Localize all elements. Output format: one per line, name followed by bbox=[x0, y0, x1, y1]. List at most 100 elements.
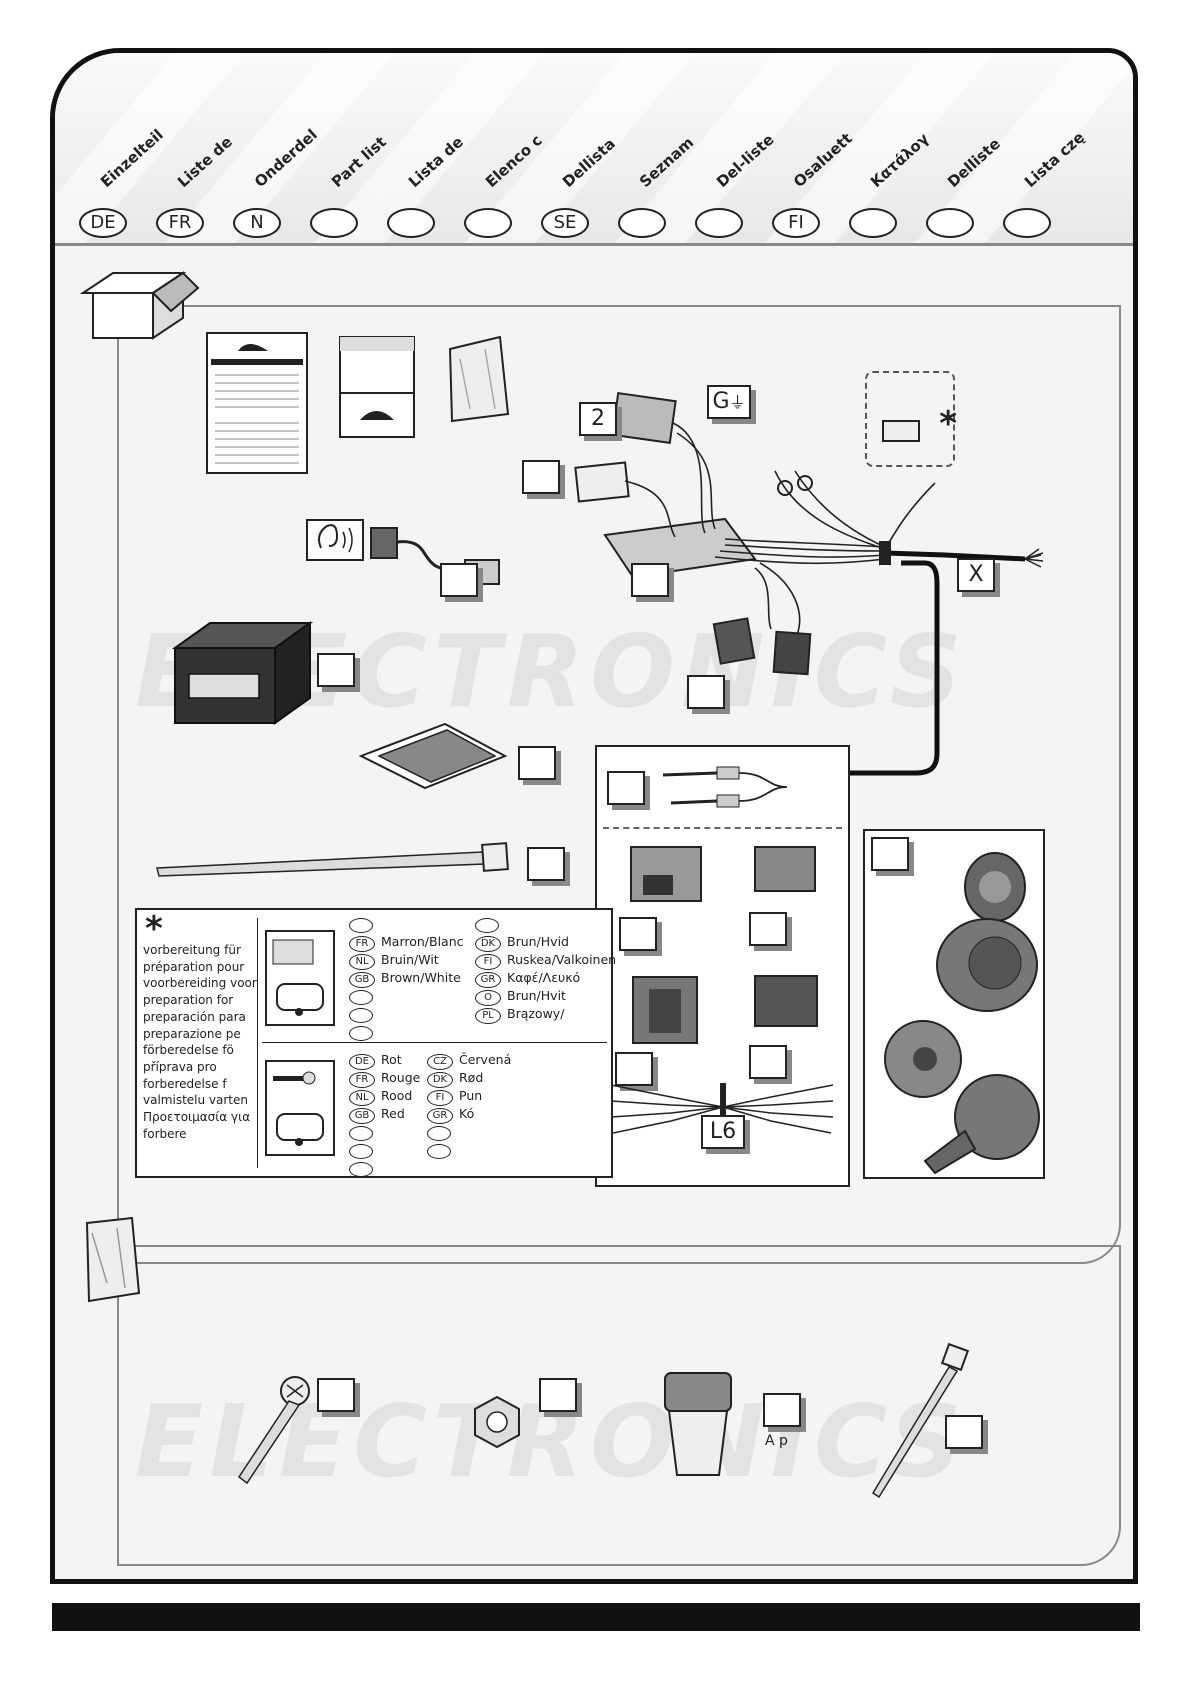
language-label: Lista czę bbox=[1020, 128, 1088, 191]
instructions-document-icon bbox=[206, 332, 308, 474]
page-frame: Einzelteil DE Liste de FR Onderdel N Par… bbox=[50, 48, 1138, 1584]
language-code: SE bbox=[541, 208, 589, 238]
language-code bbox=[926, 208, 974, 238]
colour-text: Rød bbox=[459, 1070, 484, 1085]
part-number-box bbox=[631, 563, 669, 597]
language-de: Einzelteil DE bbox=[79, 53, 167, 243]
wire-colour-legend: * vorbereitung für préparation pour voor… bbox=[135, 908, 616, 1178]
part-number-box bbox=[317, 1378, 355, 1412]
connector-d-part bbox=[754, 975, 818, 1027]
language-label: Seznam bbox=[635, 133, 698, 191]
screw-part bbox=[237, 1376, 310, 1485]
pins-label: L6 bbox=[701, 1115, 745, 1149]
connector-a-part bbox=[630, 846, 702, 902]
language-fi: Osaluett FI bbox=[772, 53, 856, 243]
connector-c-part bbox=[632, 976, 698, 1044]
bag-contents-panel bbox=[117, 1245, 1121, 1566]
language-gb: Part list bbox=[310, 53, 390, 243]
language-code bbox=[1003, 208, 1051, 238]
language-code: DK bbox=[475, 936, 501, 952]
part-number-box bbox=[522, 460, 560, 494]
language-code bbox=[310, 208, 358, 238]
prep-line: preparazione pe bbox=[143, 1026, 241, 1041]
part-number-box bbox=[527, 847, 565, 881]
key-caravan-icon bbox=[265, 1060, 335, 1156]
language-label: Dellista bbox=[558, 134, 619, 191]
colour-text: Bruin/Wit bbox=[381, 952, 439, 967]
fuse-amperage-label: A p bbox=[765, 1433, 788, 1449]
colour-row: GB Brown/White bbox=[349, 970, 461, 988]
colour-text: Brown/White bbox=[381, 970, 461, 985]
language-blank-oval bbox=[349, 1126, 373, 1141]
language-code bbox=[618, 208, 666, 238]
prep-line: Προετοιμασία για bbox=[143, 1110, 251, 1125]
prep-line: voorbereiding voor bbox=[143, 976, 257, 991]
connector-2-label: 2 bbox=[579, 402, 617, 436]
language-blank-oval bbox=[349, 990, 373, 1005]
language-code: NL bbox=[349, 954, 375, 970]
language-code: GB bbox=[349, 1108, 375, 1124]
language-gr: Κατάλογ bbox=[849, 53, 932, 243]
language-blank-oval bbox=[349, 1008, 373, 1023]
pin-terminals-part bbox=[610, 1083, 834, 1134]
language-code: N bbox=[233, 208, 281, 238]
language-se: Dellista SE bbox=[541, 53, 619, 243]
language-code: GR bbox=[475, 972, 501, 988]
connector-b-part bbox=[754, 846, 816, 892]
language-code: GB bbox=[349, 972, 375, 988]
part-number-box bbox=[619, 917, 657, 951]
colour-text: Brun/Hvid bbox=[507, 934, 569, 949]
language-blank-oval bbox=[349, 1144, 373, 1159]
prep-line: preparación para bbox=[143, 1009, 246, 1024]
colour-row: NL Bruin/Wit bbox=[349, 952, 439, 970]
language-blank-oval bbox=[349, 1026, 373, 1041]
language-label: Lista de bbox=[404, 132, 467, 191]
language-label: Osaluett bbox=[789, 129, 856, 191]
spade-connectors-part bbox=[662, 766, 788, 808]
language-code: FI bbox=[772, 208, 820, 238]
colour-text: Rood bbox=[381, 1088, 413, 1103]
prep-line: forberedelse f bbox=[143, 1076, 227, 1091]
manual-booklet-icon bbox=[339, 336, 415, 438]
language-code: FI bbox=[427, 1090, 453, 1106]
language-code: FR bbox=[349, 1072, 375, 1088]
ground-letter: G bbox=[712, 389, 730, 414]
language-it: Elenco c bbox=[464, 53, 546, 243]
part-number-box bbox=[749, 1045, 787, 1079]
colour-text: Marron/Blanc bbox=[381, 934, 464, 949]
prep-line: forbere bbox=[143, 1126, 187, 1141]
prep-line: preparation for bbox=[143, 993, 234, 1008]
language-blank-oval bbox=[427, 1144, 451, 1159]
colour-text: Rouge bbox=[381, 1070, 421, 1085]
asterisk-icon: * bbox=[939, 404, 957, 444]
divider bbox=[603, 827, 842, 829]
language-fr: Liste de FR bbox=[156, 53, 236, 243]
language-code bbox=[464, 208, 512, 238]
divider bbox=[262, 1042, 607, 1043]
buzzer-part bbox=[306, 519, 500, 585]
language-code: DK bbox=[427, 1072, 453, 1088]
language-cz: Seznam bbox=[618, 53, 698, 243]
language-blank-oval bbox=[349, 1162, 373, 1177]
language-pl: Lista czę bbox=[1003, 53, 1088, 243]
language-n: Onderdel N bbox=[233, 53, 321, 243]
language-label: Delliste bbox=[943, 134, 1004, 191]
colour-text: Red bbox=[381, 1106, 405, 1121]
colour-text: Kó bbox=[459, 1106, 475, 1121]
asterisk-icon: * bbox=[145, 909, 163, 949]
prep-line: příprava pro bbox=[143, 1059, 217, 1074]
language-header: Einzelteil DE Liste de FR Onderdel N Par… bbox=[55, 53, 1133, 246]
part-number-box bbox=[871, 837, 909, 871]
colour-row: FR Rouge bbox=[349, 1070, 420, 1088]
colour-row: DK Rød bbox=[427, 1070, 483, 1088]
battery-caravan-icon bbox=[265, 930, 335, 1026]
footer-bar bbox=[52, 1603, 1140, 1631]
part-number-box bbox=[317, 653, 355, 687]
